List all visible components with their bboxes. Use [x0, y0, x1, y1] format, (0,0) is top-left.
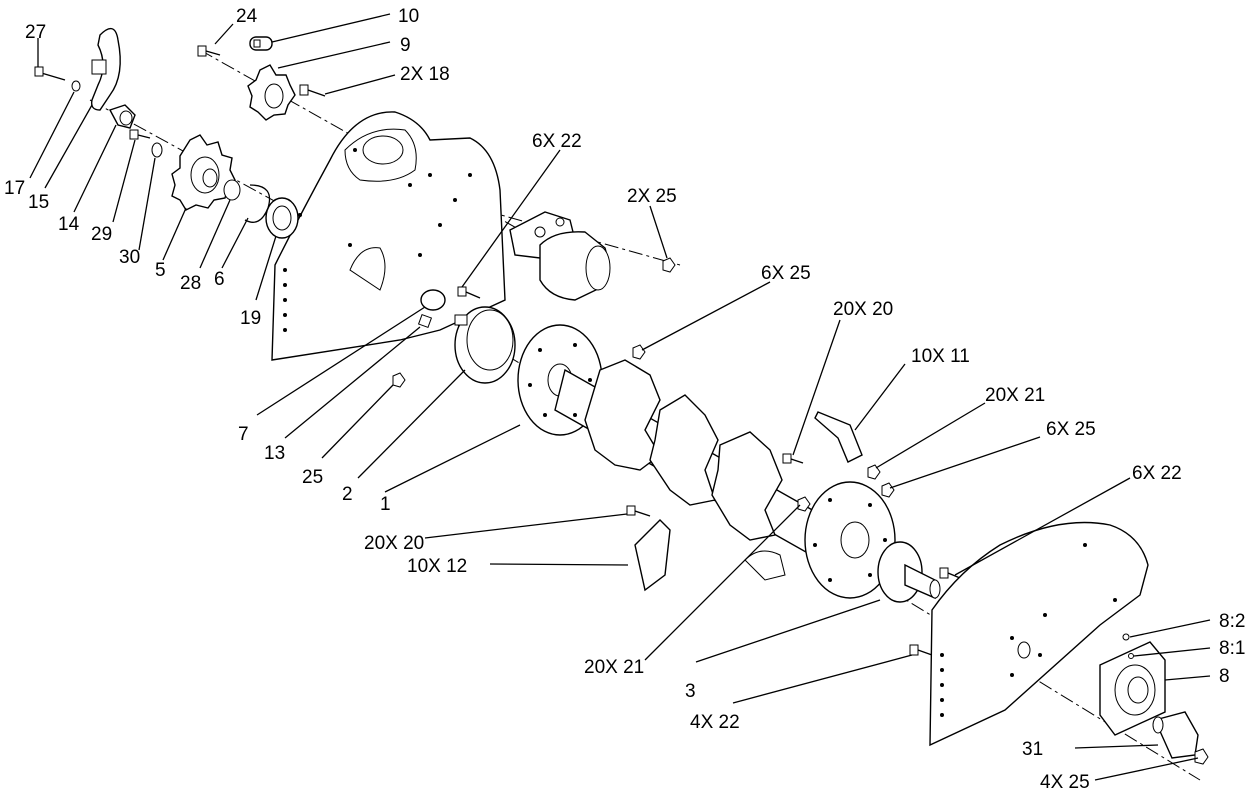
callout-20x-20: 20X 20: [833, 299, 893, 320]
callout-13: 13: [264, 443, 285, 464]
callout-30: 30: [119, 247, 140, 268]
callout-6: 6: [214, 269, 225, 290]
chain-link-10: [249, 36, 273, 51]
callout-20x-21: 20X 21: [985, 385, 1045, 406]
callout-14: 14: [58, 214, 80, 235]
callout-4x-25: 4X 25: [1040, 772, 1090, 793]
callout-labels: 27 24 10 9 2X 18 17 15 14 29 30 5 28 6 1…: [4, 6, 1245, 793]
bolt-22-b: [939, 567, 961, 579]
callout-19: 19: [240, 308, 261, 329]
washer-15: [71, 80, 81, 92]
right-plate-holes: [940, 543, 1117, 717]
nut-25-c: [881, 482, 895, 498]
sprocket-9: [247, 64, 296, 121]
tine-reel: [517, 324, 896, 599]
seal-7: [420, 289, 446, 311]
callout-10x-12: 10X 12: [407, 556, 467, 577]
nut-21: [867, 464, 881, 480]
callout-5: 5: [155, 260, 166, 281]
callout-3: 3: [685, 681, 696, 702]
bearing-19: [265, 197, 299, 239]
callout-17: 17: [4, 178, 25, 199]
tine-12: [634, 519, 671, 592]
bolt-20-b: [626, 505, 651, 517]
callout-24: 24: [236, 6, 258, 27]
ring-28: [223, 179, 241, 201]
bolt-27: [34, 66, 66, 81]
key-13: [417, 313, 433, 329]
nut-25-top: [662, 257, 676, 273]
callout-29: 29: [91, 224, 112, 245]
grease-fitting-8-2: [1122, 633, 1130, 641]
callout-25: 25: [302, 467, 323, 488]
callout-31: 31: [1022, 739, 1043, 760]
callout-20x-21-b: 20X 21: [584, 657, 644, 678]
leader-lines: [29, 13, 1211, 781]
callout-8: 8: [1219, 666, 1230, 687]
cap-31: [1152, 711, 1199, 759]
callout-27: 27: [25, 22, 46, 43]
bolt-18: [299, 84, 326, 97]
bearing-housing-8: [1099, 641, 1166, 736]
callout-6x-22: 6X 22: [532, 131, 582, 152]
right-side-plate: [929, 521, 1149, 747]
callout-1: 1: [380, 494, 391, 515]
left-side-plate: [271, 111, 506, 361]
callout-7: 7: [238, 424, 249, 445]
hydraulic-motor: [509, 211, 611, 301]
hub-2: [454, 306, 516, 384]
sprocket-5: [171, 134, 236, 211]
nut-25-b: [632, 344, 646, 360]
grease-fitting-8-1: [1128, 653, 1134, 659]
plate-holes: [283, 148, 472, 332]
callout-20x-20-b: 20X 20: [364, 533, 424, 554]
bolt-22-c: [909, 644, 933, 656]
callout-4x-22: 4X 22: [690, 712, 740, 733]
callout-9: 9: [400, 35, 411, 56]
callout-15: 15: [28, 192, 49, 213]
callout-6x-25-b: 6X 25: [1046, 419, 1096, 440]
tine-11: [814, 411, 863, 463]
callout-8-2: 8:2: [1219, 611, 1245, 632]
callout-10: 10: [398, 6, 419, 27]
bolt-20: [782, 453, 804, 464]
idler-arm: [90, 27, 121, 111]
nut-25: [392, 372, 406, 388]
callout-2: 2: [342, 484, 353, 505]
callout-2x-18: 2X 18: [400, 64, 450, 85]
bolt-29: [129, 129, 151, 140]
callout-8-1: 8:1: [1219, 638, 1245, 659]
washer-30: [151, 142, 163, 158]
callout-28: 28: [180, 273, 201, 294]
shaft-stub-3: [877, 541, 941, 603]
callout-6x-22-b: 6X 22: [1132, 463, 1182, 484]
callout-6x-25: 6X 25: [761, 263, 811, 284]
callout-2x-25: 2X 25: [627, 186, 677, 207]
nut-25-d: [1194, 748, 1209, 765]
spacer-14: [108, 104, 136, 129]
bolt-24: [197, 45, 221, 57]
flange-holes: [528, 343, 887, 582]
callout-10x-11: 10X 11: [911, 346, 970, 367]
